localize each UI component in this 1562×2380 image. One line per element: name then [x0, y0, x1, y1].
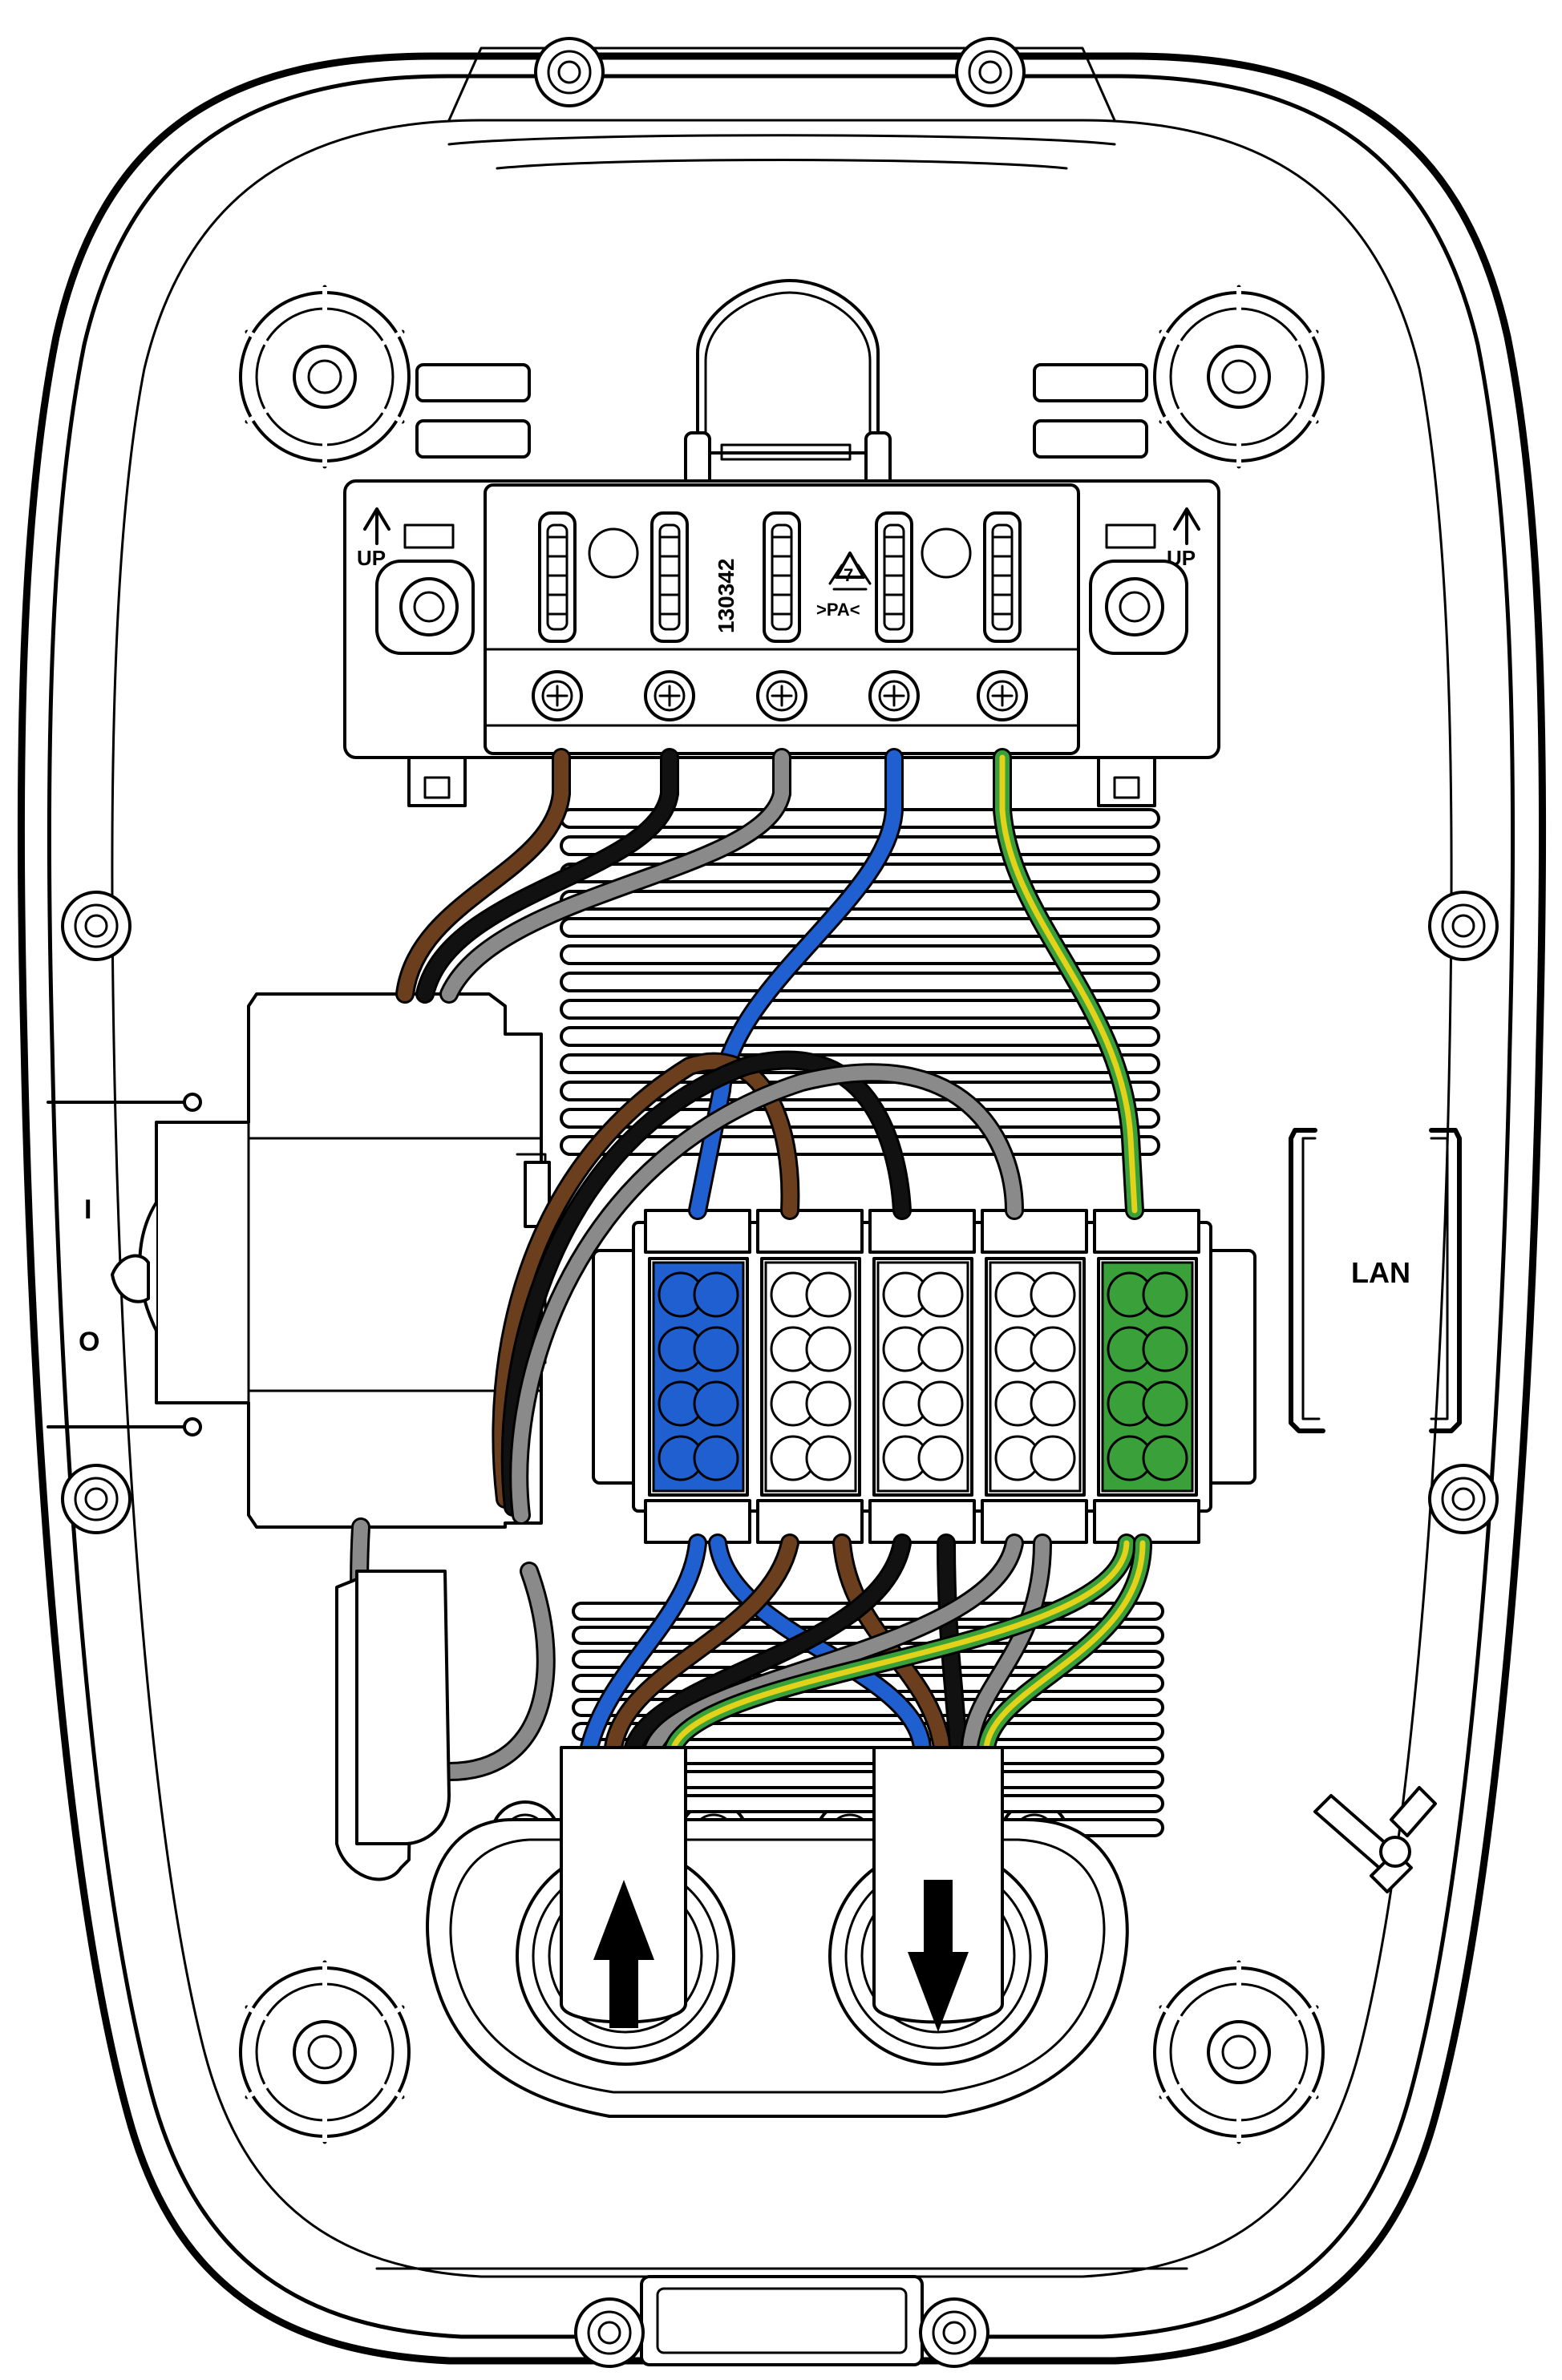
mounting-hole: [1428, 891, 1499, 961]
wire-clamp: [1030, 1435, 1076, 1481]
wire-brown: [492, 1052, 800, 1509]
cable-exit-down-arrow-icon: [908, 1880, 969, 2032]
wire-clamp: [693, 1435, 739, 1481]
up-label-left: UP: [357, 546, 386, 570]
mounting-boss-icon: [239, 285, 411, 469]
wire-earth: [977, 1533, 1152, 1757]
wire-clamp: [693, 1326, 739, 1372]
recycle-code: 7: [844, 565, 853, 585]
heatsink-fin: [560, 1026, 1160, 1047]
screw-icon: [532, 670, 583, 721]
t-piece-icon: [1313, 1786, 1437, 1893]
wire-clamp: [1142, 1271, 1188, 1318]
mounting-boss-icon: [239, 1960, 411, 2144]
terminal-module: [1093, 1209, 1200, 1544]
cable-clip: [335, 1570, 451, 1881]
mounting-hole: [1428, 1464, 1499, 1534]
mounting-hole: [61, 1464, 132, 1534]
wire-black: [415, 748, 679, 1004]
cable-entry-up-arrow-icon: [593, 1880, 654, 2028]
wire-clamp: [917, 1326, 964, 1372]
terminal-slot: [650, 511, 689, 643]
mounting-boss-icon: [1153, 285, 1325, 469]
wire-earth: [664, 1533, 1136, 1757]
screw-icon: [1089, 560, 1188, 655]
lan-port-area: LAN: [1289, 1128, 1462, 1433]
wire-clamp: [1030, 1271, 1076, 1318]
switch-on-label: I: [84, 1194, 91, 1225]
wire-clamp: [917, 1271, 964, 1318]
wire-brown: [395, 748, 571, 1004]
wire-grey: [644, 1533, 1024, 1757]
terminal-modules: [644, 1209, 1200, 1544]
mounting-hole: [955, 37, 1026, 107]
part-number: 130342: [714, 559, 739, 633]
wire-blue: [708, 1533, 932, 1757]
lan-label: LAN: [1351, 1256, 1410, 1289]
top-terminal-block: UP UP 130342 7 >PA<: [343, 279, 1220, 807]
screw-icon: [375, 560, 475, 655]
mounting-hole: [919, 2297, 989, 2368]
wire-clamp: [1030, 1326, 1076, 1372]
wire-clamp: [693, 1271, 739, 1318]
cable-glands: [426, 1746, 1129, 2118]
mounting-hole: [534, 37, 605, 107]
screw-icon: [868, 670, 920, 721]
heatsink-fin: [572, 1722, 1164, 1741]
wire-black: [500, 1050, 912, 1517]
wire-clamp: [917, 1380, 964, 1427]
screw-icon: [756, 670, 807, 721]
wire-clamp: [1142, 1380, 1188, 1427]
star-mounting-bosses: [239, 285, 1325, 2144]
wire-clamp: [805, 1326, 852, 1372]
mounting-hole: [61, 891, 132, 961]
wire-grey: [509, 1063, 1024, 1525]
screw-icon: [644, 670, 695, 721]
wire-clamp: [1142, 1435, 1188, 1481]
wire-clamp: [805, 1380, 852, 1427]
terminal-module: [981, 1209, 1088, 1544]
screw-icon: [977, 670, 1028, 721]
wire-clamp: [805, 1435, 852, 1481]
wire-blue: [580, 1533, 707, 1757]
heatsink-fin: [560, 1135, 1160, 1156]
wire-earth: [993, 748, 1144, 1220]
wire-grey: [439, 748, 791, 1004]
wire-clamp: [693, 1380, 739, 1427]
mounting-hole: [574, 2297, 645, 2368]
wire-clamp: [1142, 1326, 1188, 1372]
wire-clamp: [805, 1271, 852, 1318]
terminal-module: [756, 1209, 864, 1544]
terminal-slot: [875, 511, 913, 643]
terminal-slot: [763, 511, 801, 643]
heatsink-fin: [560, 999, 1160, 1020]
mounting-boss-icon: [1153, 1960, 1325, 2144]
terminal-slot: [538, 511, 577, 643]
wire-clamp: [917, 1435, 964, 1481]
heatsink-fin: [560, 917, 1160, 938]
wire-clamp: [1030, 1380, 1076, 1427]
switch-off-label: O: [79, 1327, 99, 1357]
heatsink-fin: [560, 944, 1160, 965]
wire-black: [937, 1533, 968, 1757]
circuit-breaker: I O: [47, 992, 551, 1529]
terminal-slots: [532, 511, 1028, 721]
wire-black: [624, 1533, 912, 1757]
housing: [17, 46, 1547, 2366]
terminal-module: [644, 1209, 751, 1544]
side-slots: [415, 363, 1148, 459]
terminal-slot: [983, 511, 1022, 643]
recycle-icon: 7 >PA<: [816, 552, 872, 620]
wire-brown: [604, 1533, 799, 1757]
lower-terminal-block: [592, 1209, 1256, 1544]
terminal-module: [868, 1209, 976, 1544]
wire-grey: [961, 1533, 1052, 1757]
material-code: >PA<: [816, 600, 860, 620]
heatsink-fin: [560, 972, 1160, 992]
